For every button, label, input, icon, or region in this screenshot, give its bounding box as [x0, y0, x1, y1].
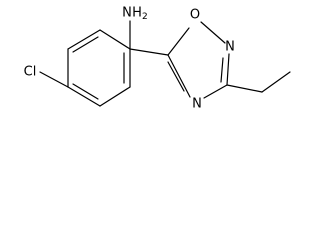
ring-nitrogen-lower-label: N: [192, 97, 202, 112]
bond-to-oxadiazole: [129, 48, 169, 56]
ring-oxygen-label: O: [190, 8, 200, 23]
bond-n2-c3: [226, 53, 230, 86]
bond-ethyl-ch2: [226, 84, 263, 93]
bond-c4-c5-inner: [72, 83, 99, 100]
amine-nitrogen-label: N: [122, 6, 132, 21]
bond-n4-c5-inner: [167, 61, 185, 92]
ring-nitrogen-upper-label: N: [225, 40, 235, 55]
amine-hydrogen-count: 2: [142, 12, 148, 22]
benzene-ring: [67, 29, 131, 107]
bond-c3-c4: [99, 86, 131, 107]
bond-c5-o1: [167, 27, 190, 56]
bond-n2-c3-inner: [220, 57, 224, 83]
amine-hydrogen-label: H: [132, 6, 142, 21]
bond-ethyl-ch3: [261, 71, 291, 93]
bond-c1-c2: [99, 29, 131, 50]
chemical-structure: Cl N H 2 O N N: [24, 6, 291, 112]
bond-to-chlorine: [39, 71, 69, 88]
bond-c6-c1-inner: [72, 36, 99, 53]
bond-o1-n2: [200, 21, 226, 44]
chlorine-label: Cl: [24, 65, 37, 80]
bond-c3-n4: [203, 84, 228, 99]
bond-n4-c5: [167, 54, 191, 98]
bond-c4-c5: [67, 86, 101, 107]
oxadiazole-ring: [167, 21, 230, 99]
bond-c6-c1: [67, 29, 101, 50]
